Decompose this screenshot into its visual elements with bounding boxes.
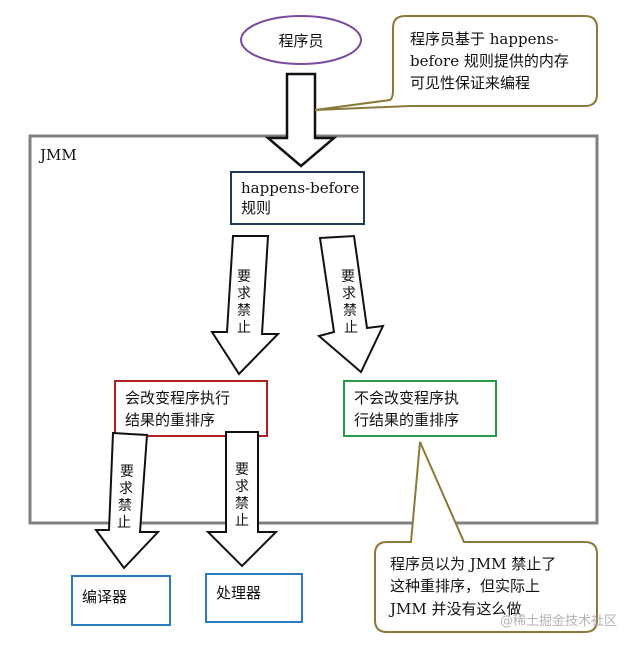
arrow-processor-label-4: 止 <box>235 513 249 529</box>
processor-label: 处理器 <box>216 584 261 602</box>
callout-bottom-line-1: 程序员以为 JMM 禁止了 <box>390 555 556 573</box>
hb-rule-line-2: 规则 <box>241 199 271 217</box>
arrow-left-label-1: 要 <box>237 269 251 285</box>
nonchanging-reorder-line-2: 行结果的重排序 <box>354 411 459 429</box>
arrow-compiler-label-4: 止 <box>117 515 131 531</box>
arrow-left-label-2: 求 <box>237 286 251 302</box>
arrow-left-label-4: 止 <box>237 320 251 336</box>
arrow-right-label-4: 止 <box>344 320 358 336</box>
callout-top-line-2: before 规则提供的内存 <box>410 52 569 70</box>
callout-bottom-line-3: JMM 并没有这么做 <box>388 600 522 618</box>
jmm-label: JMM <box>38 146 77 164</box>
callout-bottom-line-2: 这种重排序，但实际上 <box>390 577 540 595</box>
arrow-processor-label-3: 禁 <box>235 496 249 512</box>
compiler-box <box>71 575 171 626</box>
arrow-compiler-label-2: 求 <box>119 481 133 497</box>
changing-reorder-line-2: 结果的重排序 <box>125 411 215 429</box>
arrow-right-label-1: 要 <box>341 269 355 285</box>
programmer-label: 程序员 <box>278 32 323 50</box>
nonchanging-reorder-line-1: 不会改变程序执 <box>354 389 459 407</box>
watermark: @稀土掘金技术社区 <box>500 613 617 629</box>
hb-rule-box <box>230 171 365 225</box>
programmer-node <box>240 15 362 65</box>
arrow-programmer-to-hb <box>264 72 338 168</box>
callout-top-line-1: 程序员基于 happens- <box>410 30 559 48</box>
arrow-left-label-3: 禁 <box>237 303 251 319</box>
arrow-compiler-label-3: 禁 <box>118 498 132 514</box>
changing-reorder-box <box>114 380 268 437</box>
arrow-to-processor <box>205 431 279 568</box>
arrow-hb-to-changing <box>210 235 281 376</box>
arrow-to-compiler <box>94 431 161 570</box>
changing-reorder-line-1: 会改变程序执行 <box>125 389 230 407</box>
processor-box <box>205 573 303 623</box>
callout-bottom <box>374 441 598 633</box>
arrow-compiler-label-1: 要 <box>120 464 134 480</box>
arrow-processor-label-1: 要 <box>235 462 249 478</box>
compiler-label: 编译器 <box>82 588 127 606</box>
callout-top-line-3: 可见性保证来编程 <box>410 74 530 92</box>
callout-top <box>314 15 598 111</box>
nonchanging-reorder-box <box>343 380 497 437</box>
arrow-right-label-2: 求 <box>342 286 356 302</box>
arrow-right-label-3: 禁 <box>343 303 357 319</box>
arrow-processor-label-2: 求 <box>235 479 249 495</box>
arrow-hb-to-nonchanging <box>316 234 385 374</box>
hb-rule-line-1: happens-before <box>241 179 359 197</box>
